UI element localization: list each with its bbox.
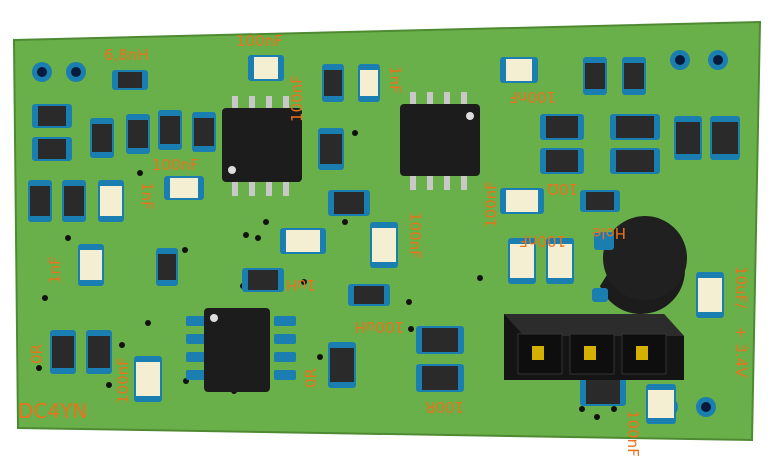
pin-header-connector (504, 314, 684, 380)
label-cap-top-rot: 100nF (288, 75, 306, 122)
label-inductor-top: 6,8nH (104, 46, 149, 64)
label-cap-br: 100nF (624, 410, 642, 457)
label-cap-100nf-mirror: 100nF (519, 232, 566, 250)
label-cap-1nf-c: 1nF (46, 256, 64, 284)
label-res-0r-b: 0R (302, 368, 320, 388)
label-hole: Hole (592, 224, 626, 242)
label-cap-10uf: 10uF/ (732, 266, 750, 309)
ic-chip-u1 (222, 96, 302, 196)
label-cap-1nf-a: 1nF (386, 66, 404, 94)
label-cap-mid-left: 100nF (152, 156, 199, 174)
label-res-100r: 100R (425, 398, 464, 416)
ic-chip-u3 (186, 308, 296, 392)
label-ind-100uh: 100uH (355, 318, 404, 336)
label-cap-mid: 100nF (406, 212, 424, 259)
to92-transistor (592, 216, 687, 314)
label-voltage: + 3.4V (732, 326, 750, 378)
label-cap-top: 100nF (236, 32, 283, 50)
label-cap-100nf-bl: 100nF (114, 357, 132, 404)
smd-components (28, 55, 740, 424)
label-maker: DC4YN (18, 399, 87, 423)
label-ind-mid: 1uH (286, 276, 316, 294)
label-cap-10: 10Ω (547, 180, 578, 198)
label-res-0r: 0R (28, 344, 46, 364)
label-cap-upper-right: 100nF (509, 88, 556, 106)
label-cap-vert: 100nF (482, 181, 500, 228)
label-cap-1nf-b: 1nF (138, 182, 156, 210)
ic-chip-u2 (400, 92, 480, 190)
silkscreen-labels: 6,8nH 100nF 100nF 1nF 100nF 1nF 1nF 100n… (18, 32, 750, 457)
